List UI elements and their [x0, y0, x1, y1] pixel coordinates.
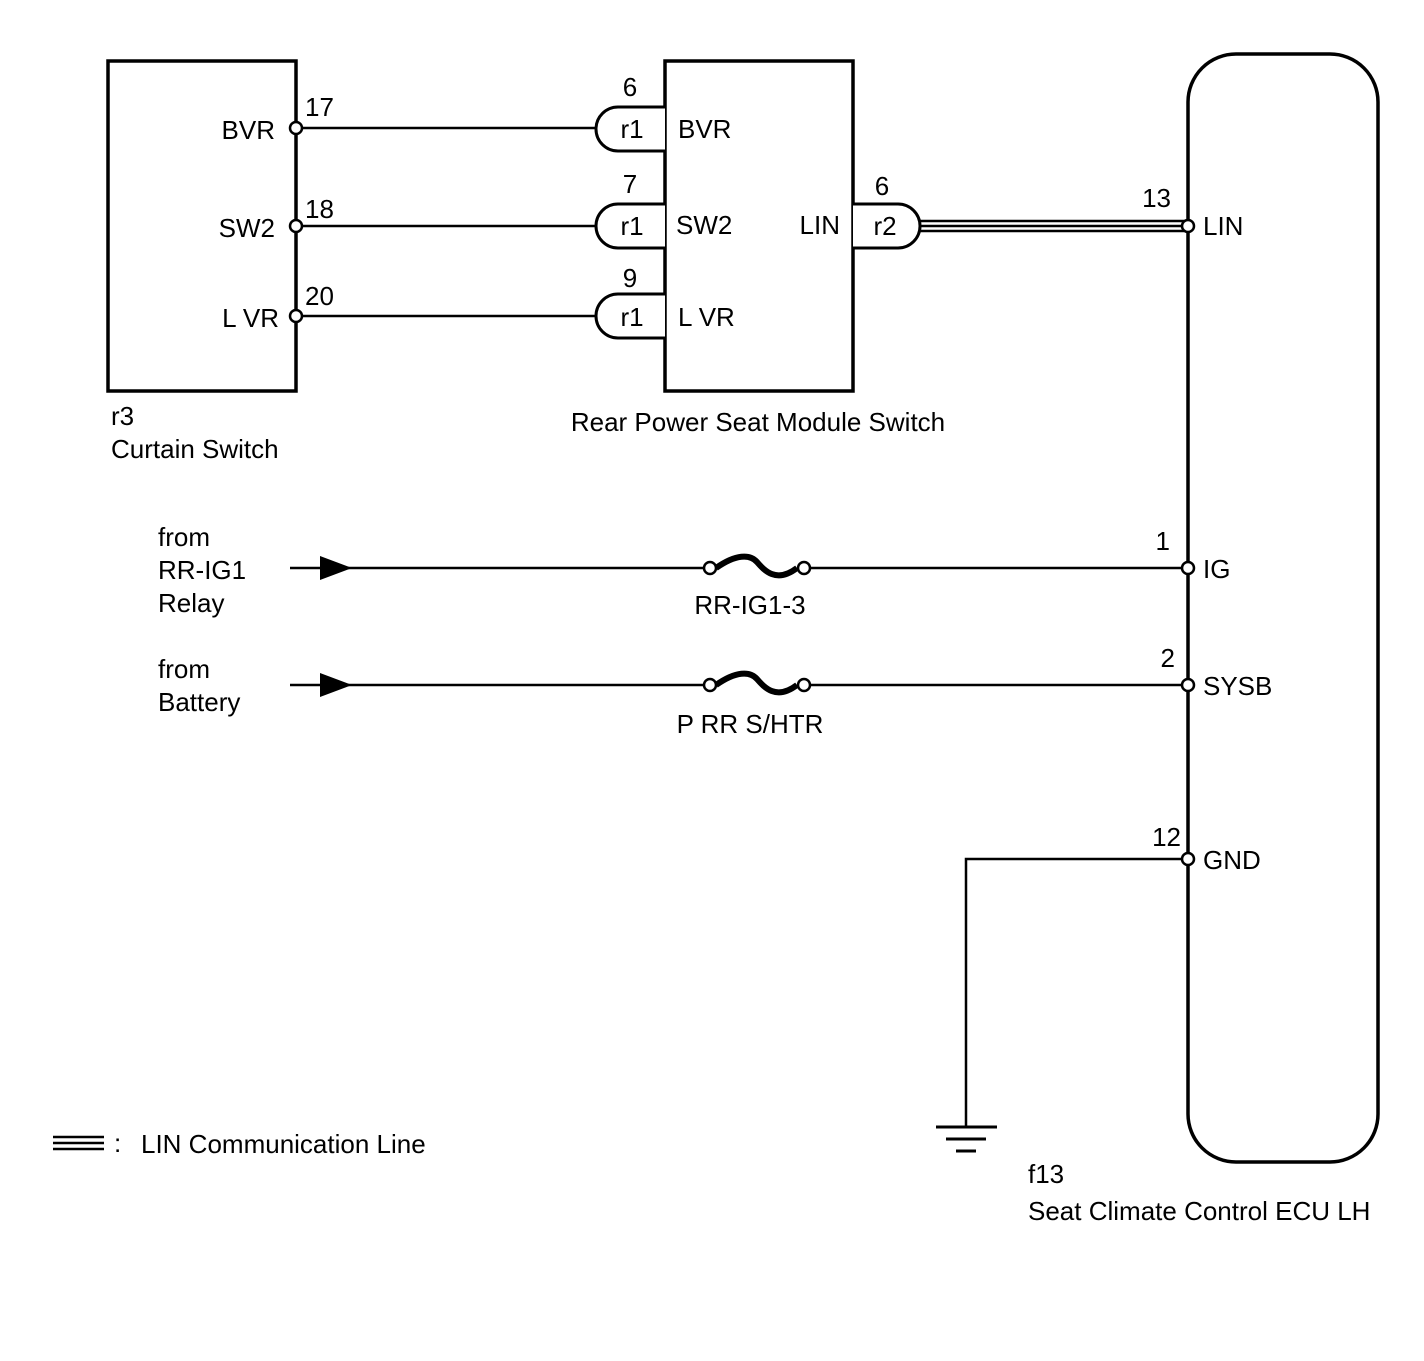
connector-r1-label-2: r1 — [620, 211, 643, 241]
ecu-pin-number-1: 1 — [1156, 526, 1170, 556]
curtain-switch-pin-number-20: 20 — [305, 281, 334, 311]
ecu-code: f13 — [1028, 1159, 1064, 1189]
ecu-pin-label-ig: IG — [1203, 554, 1230, 584]
arrow-ig-icon — [320, 556, 352, 580]
terminal-20 — [288, 308, 304, 324]
module-pin-number-6: 6 — [623, 72, 637, 102]
ecu-pin-number-12: 12 — [1152, 822, 1181, 852]
fuse-label-rr-ig1-3: RR-IG1-3 — [694, 590, 805, 620]
arrow-sysb-icon — [320, 673, 352, 697]
legend-text: LIN Communication Line — [141, 1129, 426, 1159]
curtain-switch-pin-label-bvr: BVR — [222, 115, 275, 145]
seat-climate-control-ecu: 13 1 2 12 LIN IG SYSB GND f13 Seat Clima… — [1028, 52, 1380, 1226]
fuse-ig-terminal-right — [796, 560, 812, 576]
fuse-sysb-terminal-left — [702, 677, 718, 693]
terminal-1 — [1180, 560, 1196, 576]
source-1-line-1: from — [158, 522, 210, 552]
module-name: Rear Power Seat Module Switch — [571, 407, 945, 437]
fuse-rr-ig1-3-icon — [714, 553, 799, 579]
curtain-switch: BVR SW2 L VR 17 18 20 r3 Curtain Switch — [106, 59, 334, 464]
terminal-13 — [1180, 218, 1196, 234]
wire-gnd — [964, 857, 1182, 1127]
module-pin-number-9: 9 — [623, 263, 637, 293]
connector-r2-label: r2 — [873, 211, 896, 241]
lin-communication-line — [920, 219, 1188, 233]
fuse-p-rr-s-htr-icon — [714, 670, 799, 696]
curtain-switch-pin-label-lvr: L VR — [222, 303, 279, 333]
terminal-17 — [288, 120, 304, 136]
module-pin-number-lin: 6 — [875, 171, 889, 201]
curtain-switch-code: r3 — [111, 401, 134, 431]
rear-power-seat-module-switch: r1 r1 r1 6 7 9 BVR SW2 L VR r2 6 LIN Rea… — [571, 59, 945, 437]
ecu-name: Seat Climate Control ECU LH — [1028, 1196, 1370, 1226]
connector-r1-label-1: r1 — [620, 114, 643, 144]
curtain-switch-pin-number-18: 18 — [305, 194, 334, 224]
source-rr-ig1-relay: from RR-IG1 Relay RR-IG1-3 — [158, 522, 1182, 620]
ecu-pin-number-13: 13 — [1142, 183, 1171, 213]
ecu-pin-label-gnd: GND — [1203, 845, 1261, 875]
curtain-switch-name: Curtain Switch — [111, 434, 279, 464]
curtain-switch-pin-label-sw2: SW2 — [219, 213, 275, 243]
fuse-sysb-terminal-right — [796, 677, 812, 693]
module-pin-label-sw2: SW2 — [676, 210, 732, 240]
connector-r1-sw2 — [594, 202, 665, 250]
module-pin-number-7: 7 — [623, 169, 637, 199]
module-pin-label-lvr: L VR — [678, 302, 735, 332]
switch-wires — [288, 120, 600, 324]
fuse-label-p-rr-s-htr: P RR S/HTR — [677, 709, 824, 739]
source-1-line-3: Relay — [158, 588, 224, 618]
source-1-line-2: RR-IG1 — [158, 555, 246, 585]
connector-r1-label-3: r1 — [620, 302, 643, 332]
connector-r1-bvr — [594, 105, 665, 153]
source-battery: from Battery P RR S/HTR — [158, 654, 1182, 739]
source-2-line-1: from — [158, 654, 210, 684]
terminal-18 — [288, 218, 304, 234]
ecu-box — [1186, 52, 1380, 1164]
connector-r1-lvr — [594, 292, 665, 340]
legend-separator: : — [114, 1128, 121, 1158]
module-pin-label-bvr: BVR — [678, 114, 731, 144]
curtain-switch-pin-number-17: 17 — [305, 92, 334, 122]
source-2-line-2: Battery — [158, 687, 240, 717]
ecu-pin-label-lin: LIN — [1203, 211, 1243, 241]
terminal-2 — [1180, 677, 1196, 693]
ecu-pin-number-2: 2 — [1161, 643, 1175, 673]
terminal-12 — [1180, 851, 1196, 867]
fuse-ig-terminal-left — [702, 560, 718, 576]
ground — [936, 857, 1182, 1153]
module-pin-label-lin: LIN — [800, 210, 840, 240]
legend: : LIN Communication Line — [53, 1128, 426, 1159]
ecu-pin-label-sysb: SYSB — [1203, 671, 1272, 701]
